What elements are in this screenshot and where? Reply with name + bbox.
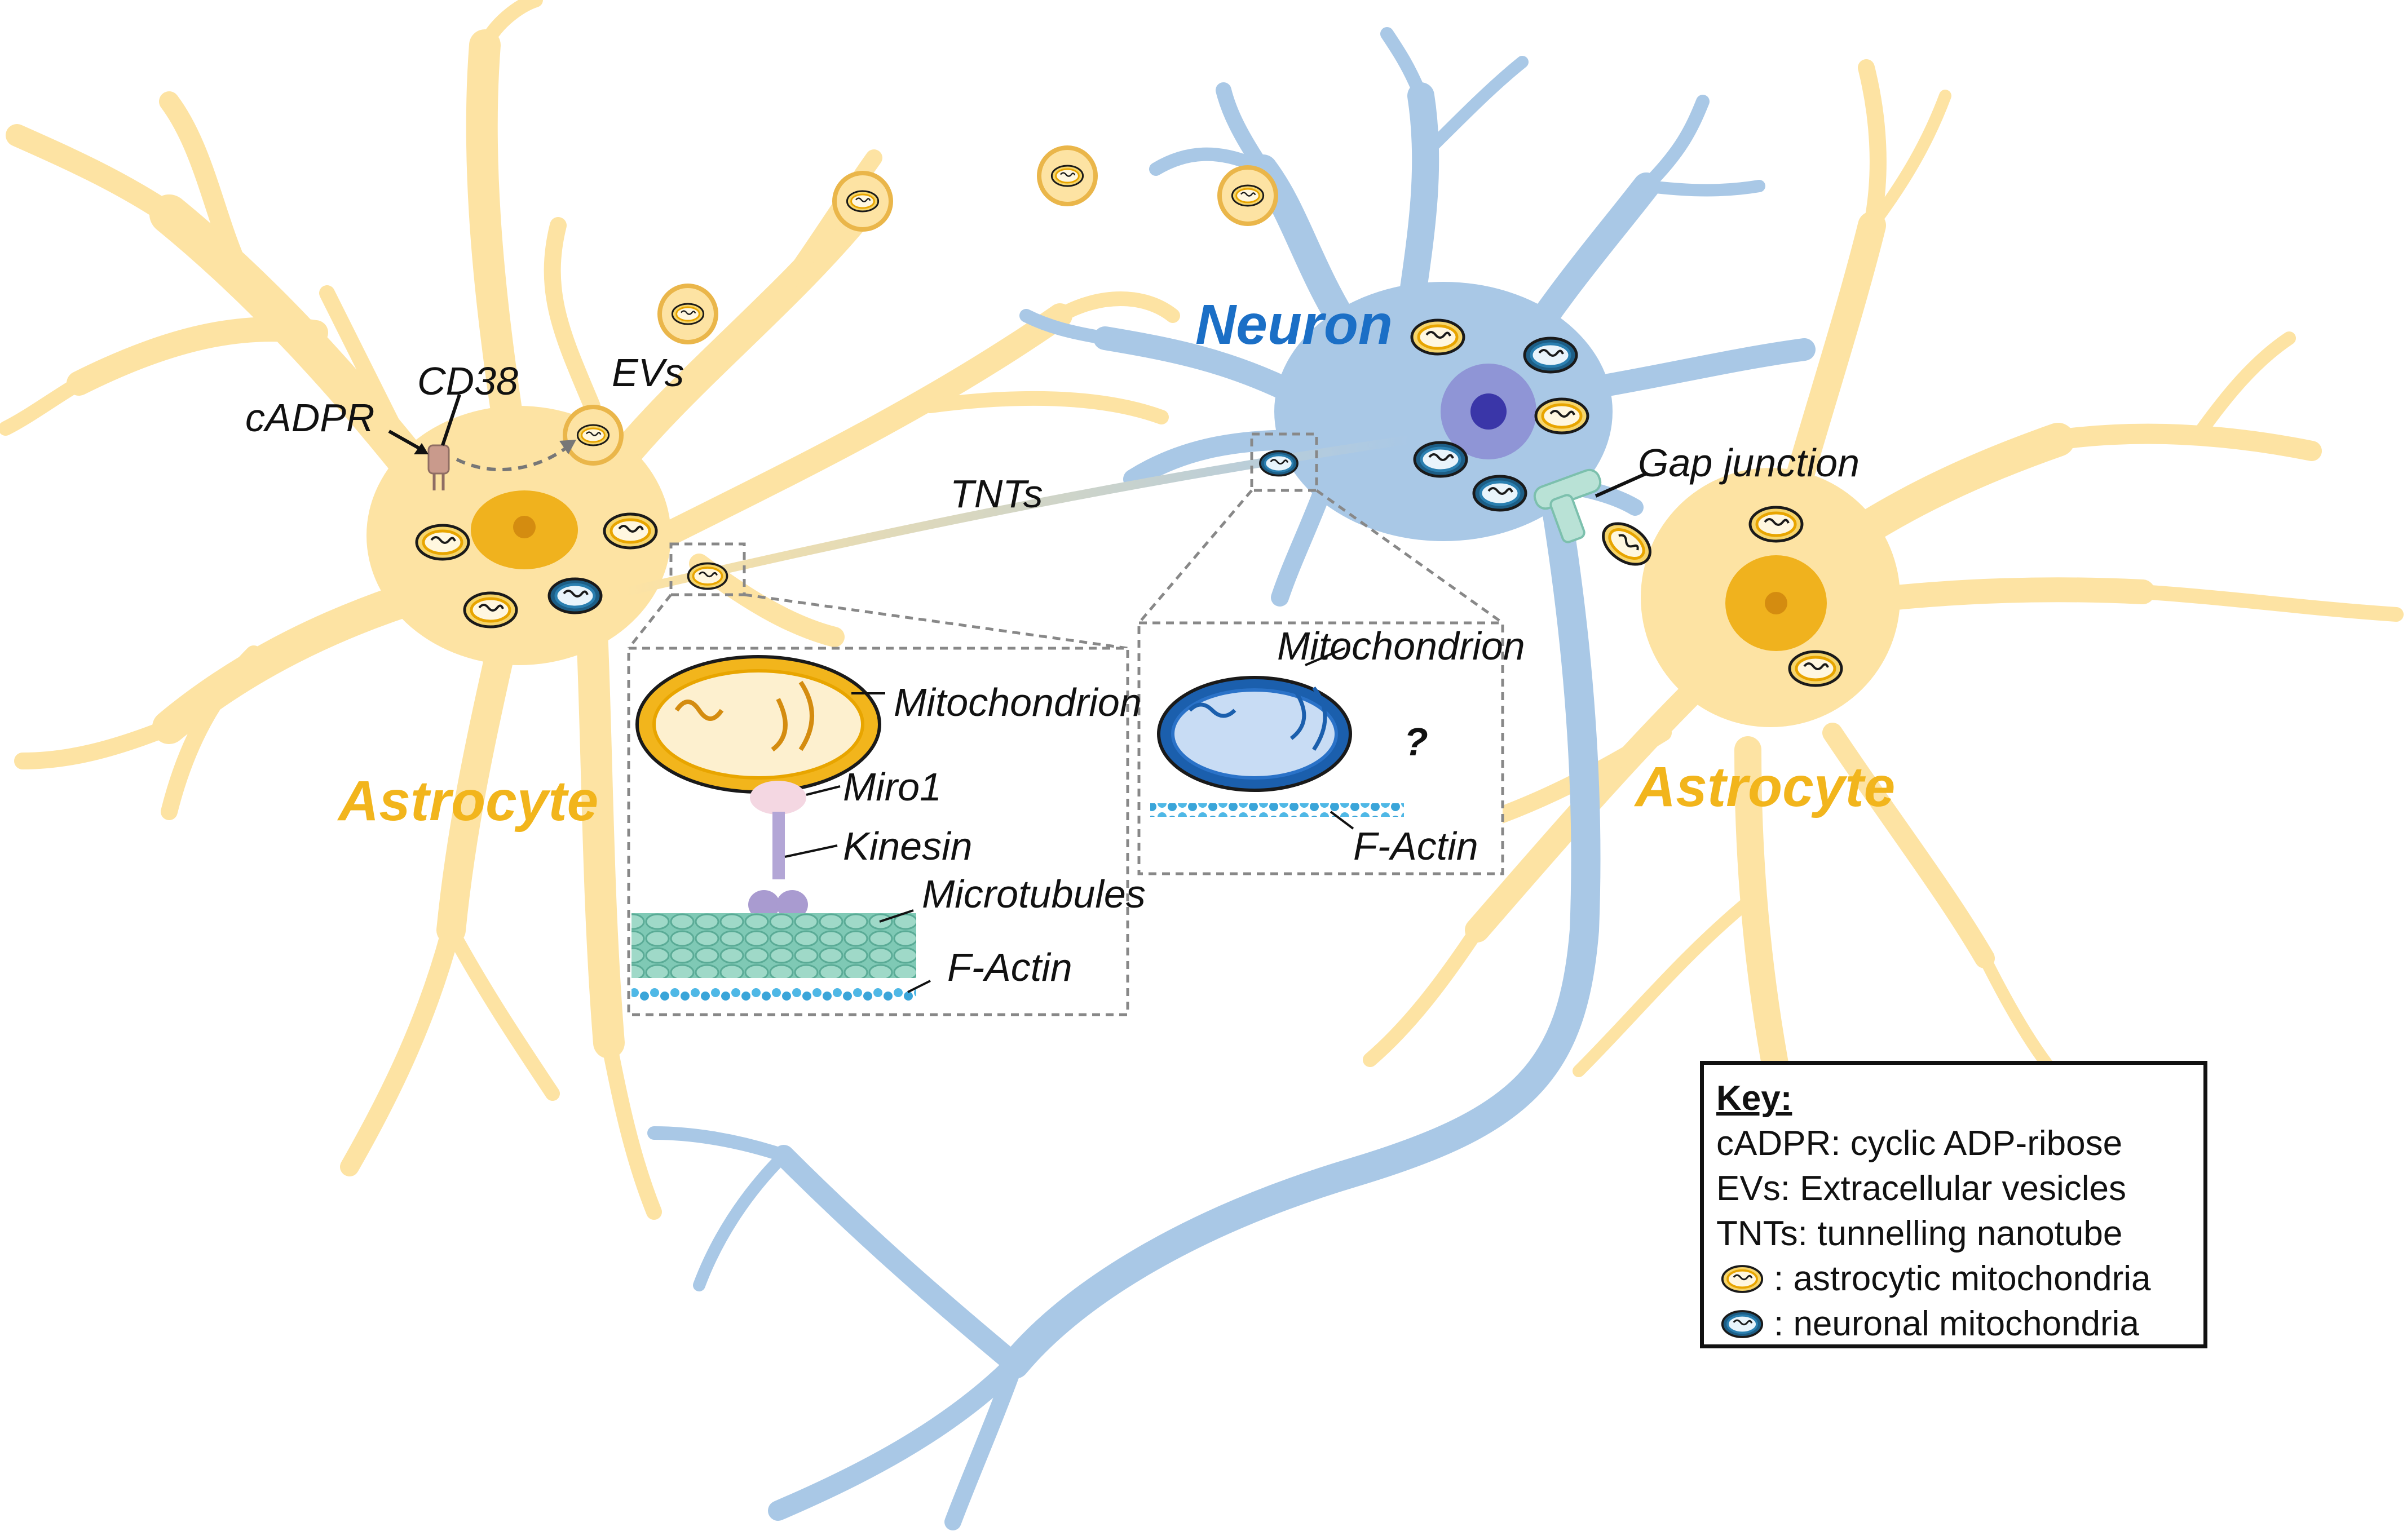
inset-left-f-actin-icon xyxy=(631,988,916,1001)
extracellular-vesicle-icon xyxy=(565,407,621,463)
miro1-icon xyxy=(750,781,806,815)
key-row-astrocytic-mitochondria: : astrocytic mitochondria xyxy=(1716,1256,2191,1302)
inset-right xyxy=(1137,621,1504,875)
key-row-evs: EVs: Extracellular vesicles xyxy=(1716,1169,2127,1208)
label-cadpr: cADPR xyxy=(245,396,374,440)
key-row-neuronal-mitochondria: : neuronal mitochondria xyxy=(1716,1302,2191,1347)
extracellular-vesicle-icon xyxy=(1220,167,1276,224)
tnt-astrocytic-mitochondrion-icon xyxy=(687,562,728,590)
inset-left-mitochondrion-icon xyxy=(635,655,881,794)
astro-left-mitochondrion-icon xyxy=(465,593,516,627)
label-evs: EVs xyxy=(612,351,684,395)
inset-left xyxy=(627,647,1129,1016)
inset-left-label-microtubules: Microtubules xyxy=(922,872,1146,916)
neuronal-mitochondrion-icon xyxy=(1721,1310,1764,1338)
extracellular-vesicle-icon xyxy=(1039,148,1096,204)
inset-right-label-mitochondrion: Mitochondrion xyxy=(1277,624,1525,668)
tnt-neuronal-mitochondrion-icon xyxy=(1259,450,1299,477)
label-tnts: TNTs xyxy=(950,472,1043,516)
cd38-pointer xyxy=(441,394,461,446)
label-neuron: Neuron xyxy=(1195,293,1393,356)
label-cd38: CD38 xyxy=(417,359,518,403)
inset-right-label-question: ? xyxy=(1404,720,1428,764)
inset-right-label-f-actin: F-Actin xyxy=(1353,824,1478,868)
kinesin-icon xyxy=(772,812,785,879)
cadpr-pointer xyxy=(388,430,425,453)
neuron-astrocytic-mitochondrion-icon xyxy=(1412,320,1464,354)
label-astrocyte-right: Astrocyte xyxy=(1633,755,1895,818)
key-title: Key: xyxy=(1716,1079,1792,1118)
astro-left-mitochondrion-icon xyxy=(417,525,469,559)
inset-left-label-kinesin: Kinesin xyxy=(843,824,973,868)
neuron-neuronal-mitochondrion-icon xyxy=(1525,338,1576,372)
inset-right-mitochondrion-icon xyxy=(1157,676,1352,792)
key-row-tnts: TNTs: tunnelling nanotube xyxy=(1716,1214,2123,1253)
label-gap-junction: Gap junction xyxy=(1638,441,1860,485)
inset-left-label-miro1: Miro1 xyxy=(843,765,942,809)
microtubules-icon xyxy=(631,913,916,978)
gap-junction-pointer xyxy=(1595,472,1648,498)
key-row-cadpr: cADPR: cyclic ADP-ribose xyxy=(1716,1124,2123,1163)
neuron-neuronal-mitochondrion-icon xyxy=(1415,442,1467,476)
extracellular-vesicle-icon xyxy=(834,173,891,229)
neuron-neuronal-mitochondrion-icon xyxy=(1474,476,1526,510)
inset-left-label-f-actin: F-Actin xyxy=(947,945,1072,989)
key-astrocytic-label: : astrocytic mitochondria xyxy=(1774,1259,2151,1298)
ev-release-arrow xyxy=(456,444,571,471)
gap-junction-icon xyxy=(1533,468,1602,543)
astro-right-mitochondrion-icon xyxy=(1750,507,1802,541)
label-astrocyte-left: Astrocyte xyxy=(337,769,598,833)
neuron-astrocytic-mitochondrion-icon xyxy=(1536,399,1588,433)
astro-left-neuronal-mitochondrion-icon xyxy=(549,579,601,613)
extracellular-vesicle-icon xyxy=(660,286,716,342)
key-neuronal-label: : neuronal mitochondria xyxy=(1774,1304,2139,1343)
key-panel: Key: cADPR: cyclic ADP-ribose EVs: Extra… xyxy=(1700,1061,2207,1348)
inset-right-f-actin-icon xyxy=(1150,803,1404,817)
astro-right-mitochondrion-icon xyxy=(1790,652,1841,685)
astro-left-mitochondrion-icon xyxy=(604,514,656,548)
cd38-receptor-icon xyxy=(427,444,450,490)
astrocytic-mitochondrion-icon xyxy=(1721,1265,1764,1293)
inset-left-label-mitochondrion: Mitochondrion xyxy=(894,680,1142,724)
